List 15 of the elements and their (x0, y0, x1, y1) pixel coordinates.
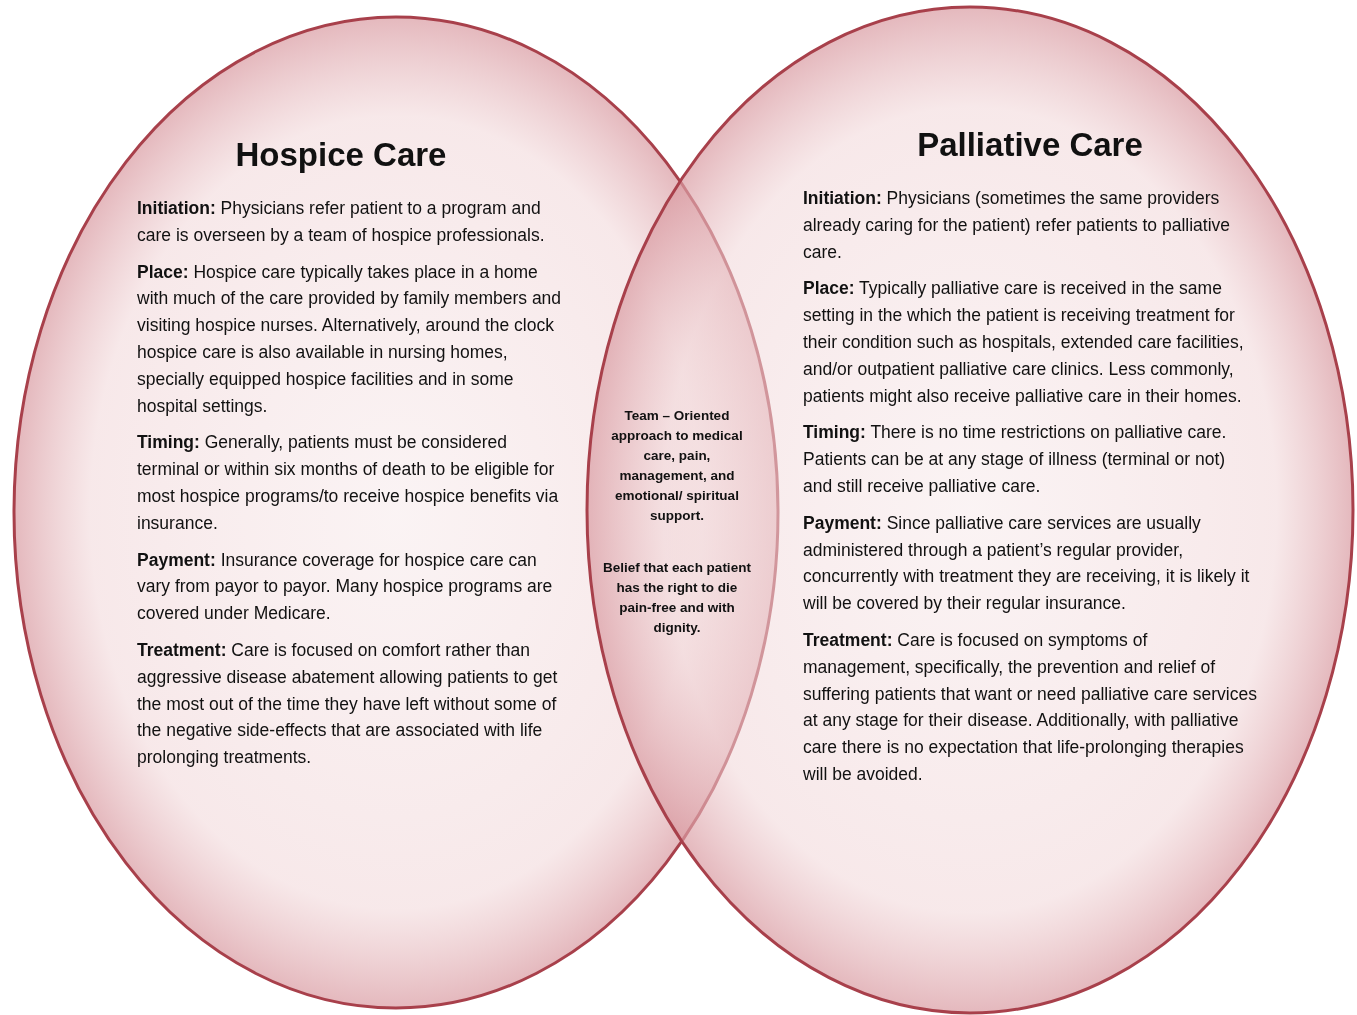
paragraph: Treatment: Care is focused on comfort rather than aggressive disease abatement allowing patients to get the most out of the time they have left without some of the negative side-effects that are associated with life prolonging treatments. (137, 638, 559, 770)
circle-title: Palliative Care (916, 125, 1144, 165)
circle-title: Hospice Care (234, 135, 448, 175)
paragraph: Initiation: Physicians (sometimes the same providers already caring for the patient) refer patients to palliative care. (803, 187, 1232, 264)
paragraph: Payment: Insurance coverage for hospice care can vary from payor to payor. Many hospice programs are covered under Medicare. (137, 548, 554, 626)
paragraph: Place: Typically palliative care is received in the same setting in the which the patient is receiving treatment for their condition such as hospitals, extended care facilities, and/or outpatient palliative care clinics. Less commonly, patients might also receive palliative care in their homes. (803, 277, 1245, 408)
paragraph: Treatment: Care is focused on symptoms of management, specifically, the prevention and relief of suffering patients that want or need palliative care services at any stage for their disease. Additionally, with palliative care there is no expectation that life-prolonging therapies will be avoided. (803, 628, 1258, 786)
paragraph: Payment: Since palliative care services are usually administered through a patient’s regular provider, concurrently with treatment they are receiving, it is likely it will be covered by their regular insurance. (803, 511, 1251, 616)
overlap-text: Belief that each patient has the right to die pain-free and with dignity. (603, 559, 751, 637)
venn-ellipse (585, 5, 1355, 1015)
paragraph: Place: Hospice care typically takes place in a home with much of the care provided by family members and visiting hospice nurses. Alternatively, around the clock hospice care is also available in nursing homes, specially equipped hospice facilities and in some hospital settings. (137, 260, 563, 418)
paragraph: Timing: There is no time restrictions on palliative care. Patients can be at any stage of illness (terminal or not) and still receive palliative care. (803, 421, 1228, 498)
paragraph: Initiation: Physicians refer patient to a program and care is overseen by a team of hospice professionals. (137, 197, 546, 247)
overlap-text: Team – Oriented approach to medical care, pain, management, and emotional/ spiritual support. (610, 407, 744, 525)
paragraph: Timing: Generally, patients must be considered terminal or within six months of death to be eligible for most hospice programs/to receive hospice benefits via insurance. (137, 431, 560, 535)
